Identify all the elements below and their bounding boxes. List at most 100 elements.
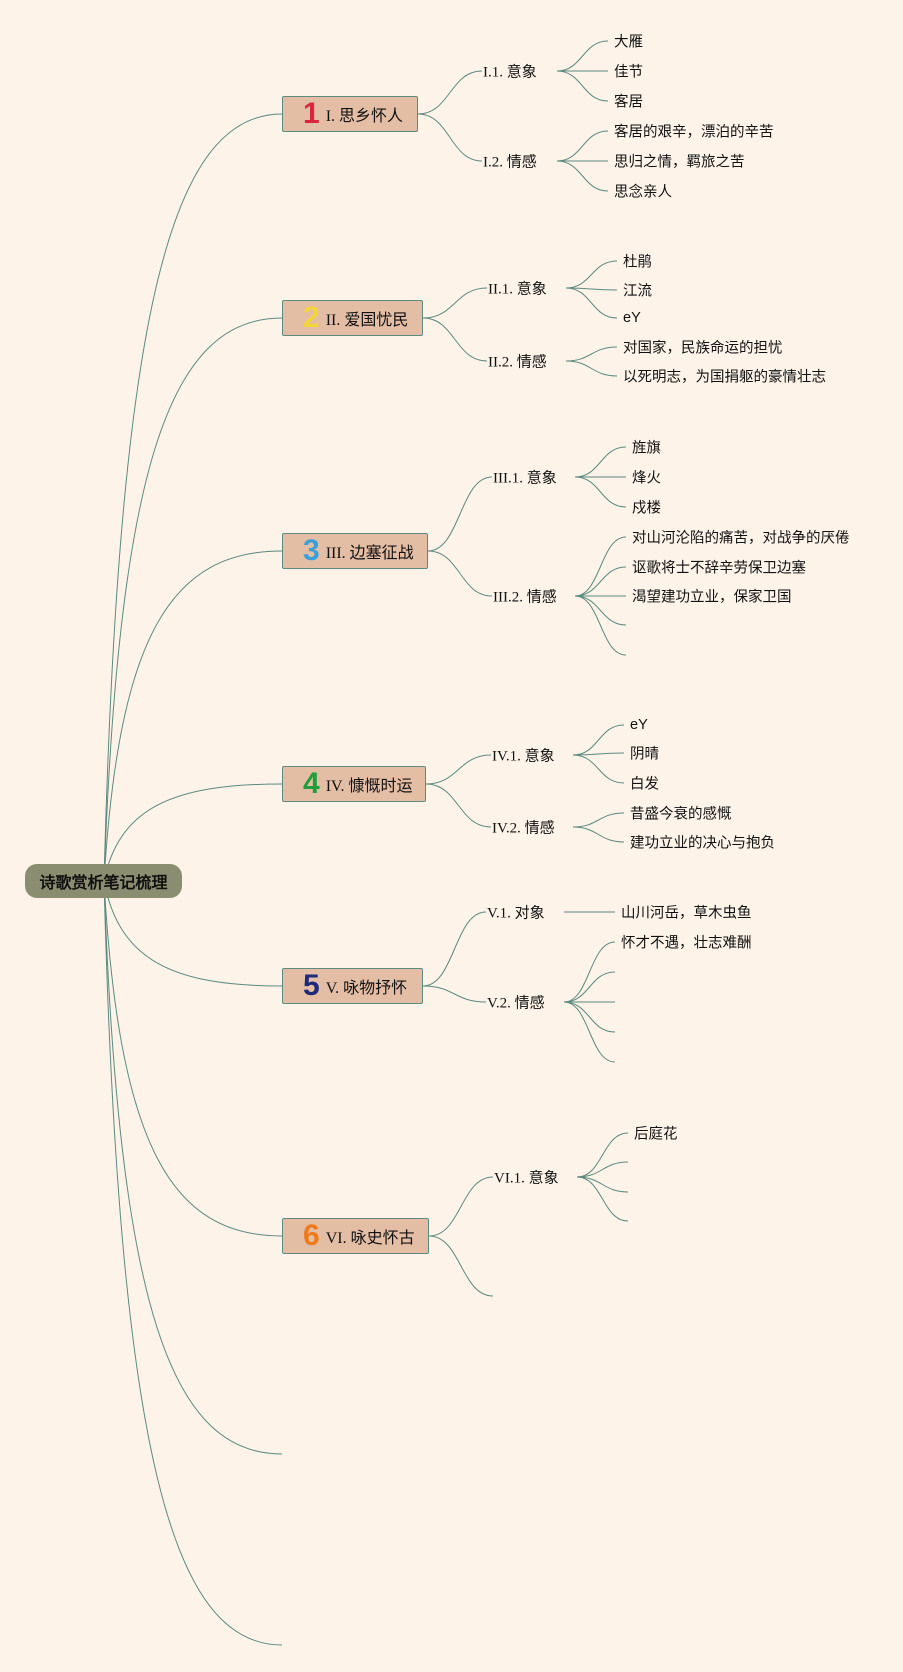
leaf-link-2-1-3 [565, 287, 618, 319]
leaf-link-3-2-5 [574, 595, 627, 656]
subtopic-4-2[interactable]: IV.2. 情感 [492, 820, 555, 837]
topic-label-3: III. 边塞征战 [325, 545, 414, 562]
subtopic-5-2[interactable]: V.2. 情感 [487, 995, 545, 1012]
leaf-link-2-1-1 [565, 260, 618, 289]
leaf-link-4-1-1 [572, 724, 625, 756]
leaf-link-3-1-1 [574, 446, 627, 478]
leaf-item[interactable]: 昔盛今衰的感慨 [630, 806, 732, 823]
leaf-link-1-2-1 [556, 130, 609, 162]
leaf-link-4-2-2 [572, 826, 625, 843]
topic-number-6: 6 [303, 1219, 320, 1252]
leaf-link-3-2-4 [574, 595, 627, 626]
leaf-item[interactable]: 江流 [623, 283, 652, 300]
subtopic-5-1[interactable]: V.1. 对象 [487, 905, 545, 922]
leaf-item[interactable]: 山川河岳，草木虫鱼 [621, 905, 752, 922]
root-link-3 [103, 550, 283, 882]
subtopic-6-1[interactable]: VI.1. 意象 [494, 1170, 559, 1187]
topic-6-sub-link-1 [428, 1176, 494, 1237]
leaf-item[interactable]: 建功立业的决心与抱负 [630, 835, 775, 852]
root-link-2 [103, 317, 283, 882]
leaf-item[interactable]: 对山河沦陷的痛苦，对战争的厌倦 [632, 530, 850, 547]
topic-5-sub-link-1 [422, 911, 487, 987]
leaf-link-5-2-1 [563, 941, 616, 1003]
subtopic-4-1[interactable]: IV.1. 意象 [492, 748, 555, 765]
topic-number-3: 3 [303, 534, 320, 567]
leaf-item[interactable]: 杜鹃 [623, 254, 652, 271]
leaf-item[interactable]: 白发 [630, 776, 659, 793]
leaf-link-5-2-5 [563, 1001, 616, 1063]
leaf-link-2-2-2 [565, 360, 618, 377]
leaf-link-1-2-3 [556, 160, 609, 192]
root-link-empty-2 [103, 880, 283, 1646]
root-link-4 [103, 783, 283, 882]
topic-node-6[interactable]: 6 VI. 咏史怀古 [282, 1218, 429, 1254]
leaf-item[interactable]: 大雁 [614, 34, 643, 51]
leaf-link-6-1-1 [576, 1132, 629, 1178]
topic-label-4: IV. 慷慨时运 [325, 778, 413, 795]
subtopic-3-1[interactable]: III.1. 意象 [493, 470, 557, 487]
subtopic-1-1[interactable]: I.1. 意象 [483, 64, 537, 81]
leaf-item[interactable]: 思念亲人 [614, 184, 672, 201]
topic-label-6: VI. 咏史怀古 [325, 1230, 415, 1247]
leaf-item[interactable]: 渴望建功立业，保家卫国 [632, 589, 792, 606]
topic-node-2[interactable]: 2 II. 爱国忧民 [282, 300, 423, 336]
topic-node-3[interactable]: 3 III. 边塞征战 [282, 533, 428, 569]
topic-3-sub-link-1 [427, 476, 493, 552]
leaf-item[interactable]: eY [623, 310, 641, 326]
root-link-6 [103, 880, 283, 1237]
subtopic-1-2[interactable]: I.2. 情感 [483, 154, 537, 171]
topic-number-1: 1 [303, 97, 320, 130]
topic-2-sub-link-2 [422, 317, 488, 362]
topic-label-2: II. 爱国忧民 [325, 312, 409, 329]
leaf-item[interactable]: 以死明志，为国捐躯的豪情壮志 [623, 369, 826, 386]
leaf-link-4-1-3 [572, 754, 625, 784]
topic-number-2: 2 [303, 301, 320, 334]
topic-4-sub-link-2 [425, 783, 492, 828]
leaf-link-6-1-2 [576, 1161, 629, 1178]
leaf-item[interactable]: 烽火 [632, 470, 661, 487]
topic-label-1: I. 思乡怀人 [325, 108, 404, 125]
leaf-link-4-1-2 [572, 752, 625, 756]
leaf-link-5-2-4 [563, 1001, 616, 1033]
topic-node-1[interactable]: 1 I. 思乡怀人 [282, 96, 418, 132]
root-link-empty-1 [103, 880, 283, 1455]
subtopic-2-2[interactable]: II.2. 情感 [488, 354, 547, 371]
leaf-item[interactable]: 客居的艰辛，漂泊的辛苦 [614, 124, 774, 141]
root-link-5 [103, 880, 283, 987]
subtopic-3-2[interactable]: III.2. 情感 [493, 589, 557, 606]
root-link-1 [103, 113, 283, 882]
leaf-item[interactable]: 对国家，民族命运的担忧 [623, 340, 783, 357]
topic-5-sub-link-2 [422, 985, 487, 1003]
topic-number-4: 4 [303, 767, 320, 800]
root-label: 诗歌赏析笔记梳理 [39, 875, 168, 892]
leaf-item[interactable]: 阴晴 [630, 746, 659, 763]
topic-node-4[interactable]: 4 IV. 慷慨时运 [282, 766, 426, 802]
topic-1-sub-link-1 [417, 70, 483, 115]
leaf-item[interactable]: 佳节 [614, 64, 643, 81]
root-node[interactable]: 诗歌赏析笔记梳理 [25, 864, 182, 898]
leaf-item[interactable]: 讴歌将士不辞辛劳保卫边塞 [632, 560, 806, 577]
leaf-item[interactable]: 后庭花 [634, 1126, 678, 1143]
topic-node-5[interactable]: 5 V. 咏物抒怀 [282, 968, 423, 1004]
topic-3-sub-link-2 [427, 550, 493, 597]
leaf-item[interactable]: 戍楼 [632, 500, 661, 517]
leaf-item[interactable]: 客居 [614, 94, 643, 111]
leaf-link-2-2-1 [565, 346, 618, 362]
leaf-link-3-2-1 [574, 536, 627, 597]
leaf-link-1-1-3 [556, 70, 609, 102]
topic-6-sub-link-2 [428, 1235, 494, 1297]
leaf-item[interactable]: eY [630, 717, 648, 733]
leaf-link-5-2-2 [563, 971, 616, 1003]
topic-label-5: V. 咏物抒怀 [325, 980, 408, 997]
leaf-item[interactable]: 思归之情，羁旅之苦 [614, 154, 745, 171]
leaf-item[interactable]: 怀才不遇，壮志难酬 [621, 935, 752, 952]
leaf-item[interactable]: 旌旗 [632, 440, 661, 457]
topic-number-5: 5 [303, 969, 320, 1002]
leaf-link-3-2-2 [574, 566, 627, 597]
leaf-link-1-1-1 [556, 40, 609, 72]
subtopic-2-1[interactable]: II.1. 意象 [488, 281, 547, 298]
leaf-link-6-1-3 [576, 1176, 629, 1193]
leaf-link-4-2-1 [572, 812, 625, 828]
